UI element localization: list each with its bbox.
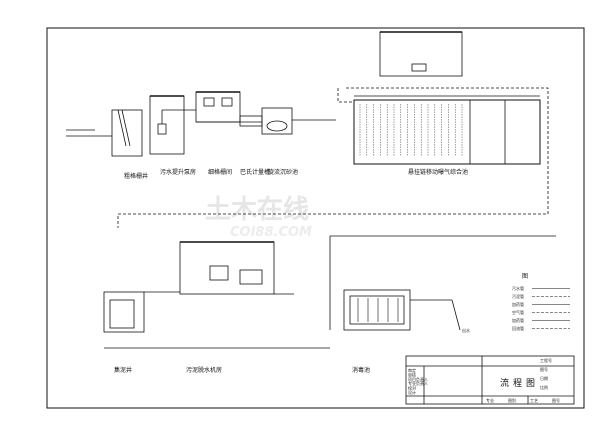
aeration-diffusers	[359, 104, 463, 156]
legend-item-label: 加药管	[512, 317, 524, 323]
disinfection-tank	[343, 289, 411, 331]
title-block	[405, 355, 575, 405]
bottom-process-line	[103, 241, 461, 349]
watermark-main: 土木在线	[205, 195, 309, 225]
title-block-right-label: 图号	[540, 366, 548, 372]
label-grit: 旋流沉砂池	[268, 168, 298, 176]
legend-item-label: 污水管	[512, 285, 524, 291]
label-bio-tank: 悬挂链移动曝气综合池	[408, 168, 468, 176]
label-flume: 巴氏计量槽	[240, 168, 270, 176]
fine-screen-house	[195, 91, 241, 123]
label-lift-pump: 污水提升泵房	[160, 168, 196, 176]
title-block-right-label: 比例	[540, 384, 548, 390]
drawing-border	[46, 27, 585, 409]
title-block-right-label: 日期	[540, 375, 548, 381]
label-coarse-screen: 粗格栅井	[124, 172, 148, 180]
legend-item-label: 空气管	[512, 309, 524, 315]
watermark-sub: COI88.COM	[230, 225, 312, 240]
title-block-right-label: 工程号	[540, 357, 552, 363]
title-block-row-label: 项目负责人	[408, 376, 428, 382]
title-block-row-label: 校对	[408, 385, 416, 391]
title-block-footer-label: 工艺	[530, 398, 538, 403]
legend-title: 图	[522, 273, 528, 280]
label-sludge-well: 集泥井	[114, 366, 132, 374]
title-block-row-label: 审定	[408, 367, 416, 373]
title-block-footer: 专业 图别 工艺 图号	[486, 397, 560, 403]
parshall-flume	[239, 115, 263, 127]
legend-item-label: 污泥管	[512, 293, 524, 299]
label-outfall: 出水	[462, 327, 470, 333]
legend-item-label: 加药管	[512, 301, 524, 307]
title-block-footer-label: 专业	[486, 397, 494, 403]
label-dewater-room: 污泥脱水机房	[186, 366, 222, 374]
coarse-screen-well	[111, 109, 143, 157]
bio-tank	[353, 31, 541, 165]
title-block-drawing-title: 流程图	[500, 377, 539, 389]
top-process-line	[66, 91, 336, 157]
legend-item-label: 回流管	[512, 325, 524, 331]
title-block-row-label: 设计	[408, 389, 416, 395]
label-disinfect-tank: 消毒池	[352, 366, 370, 374]
label-fine-screen: 细格栅间	[208, 168, 232, 176]
dewatering-room	[179, 241, 275, 295]
disinfection-baffles	[357, 298, 399, 322]
title-block-row-label: 审核	[408, 371, 416, 377]
title-block-row-label: 专业负责人	[408, 380, 428, 386]
grit-chamber	[261, 107, 293, 135]
watermark: 土木在线 COI88.COM	[205, 195, 312, 240]
title-block-footer-label: 图别	[508, 397, 516, 403]
sludge-well	[103, 291, 145, 333]
air-main-dashed	[117, 87, 549, 228]
title-block-footer-label: 图号	[552, 397, 560, 403]
lift-pump-house	[149, 95, 185, 155]
